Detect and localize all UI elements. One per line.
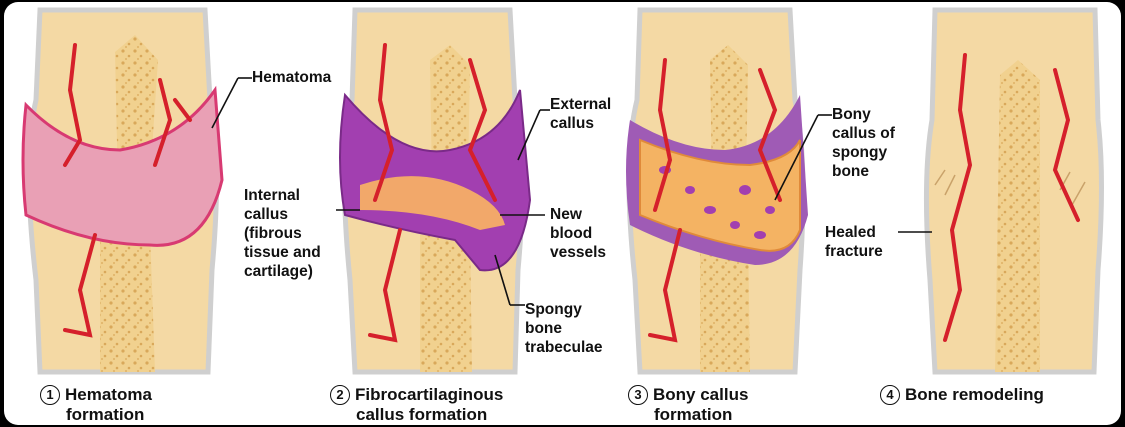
marrow-upper-3 bbox=[710, 45, 748, 180]
label-new-blood-vessels: New blood vessels bbox=[550, 206, 607, 261]
step-number-2: 2 bbox=[330, 385, 350, 405]
bony-callus-3 bbox=[639, 138, 801, 252]
marrow-lower-1 bbox=[100, 230, 155, 372]
label-bony-callus: Bony callus of spongy bone bbox=[832, 106, 895, 180]
label-internal-callus: Internal callus (fibrous tissue and cart… bbox=[244, 187, 321, 280]
label-external-callus: External callus bbox=[550, 96, 612, 132]
label-hematoma: Hematoma bbox=[252, 69, 332, 86]
step-number-4: 4 bbox=[880, 385, 900, 405]
blood-vessels-2 bbox=[368, 43, 497, 343]
internal-callus-2 bbox=[360, 176, 505, 230]
marrow-lower-2 bbox=[420, 230, 472, 372]
panel-2-fibrocartilaginous-callus bbox=[339, 7, 532, 375]
step-number-1: 1 bbox=[40, 385, 60, 405]
panel-4-bone-remodeling bbox=[923, 7, 1104, 375]
blood-vessels-3 bbox=[648, 58, 782, 343]
blood-vessels-4 bbox=[943, 53, 1080, 342]
step-number-3: 3 bbox=[628, 385, 648, 405]
marrow-lower-3 bbox=[700, 230, 750, 372]
panel-3-bony-callus bbox=[626, 7, 808, 375]
blood-vessels-1 bbox=[63, 43, 192, 338]
panel-1-hematoma-formation bbox=[21, 7, 224, 375]
marrow-4 bbox=[995, 60, 1040, 372]
label-healed-fracture: Healed fracture bbox=[825, 224, 883, 260]
healed-fracture-texture-4 bbox=[934, 169, 1086, 206]
hematoma-1 bbox=[21, 85, 224, 247]
label-spongy-bone-trabeculae: Spongy bone trabeculae bbox=[525, 301, 603, 356]
label-leader-lines bbox=[211, 77, 932, 306]
